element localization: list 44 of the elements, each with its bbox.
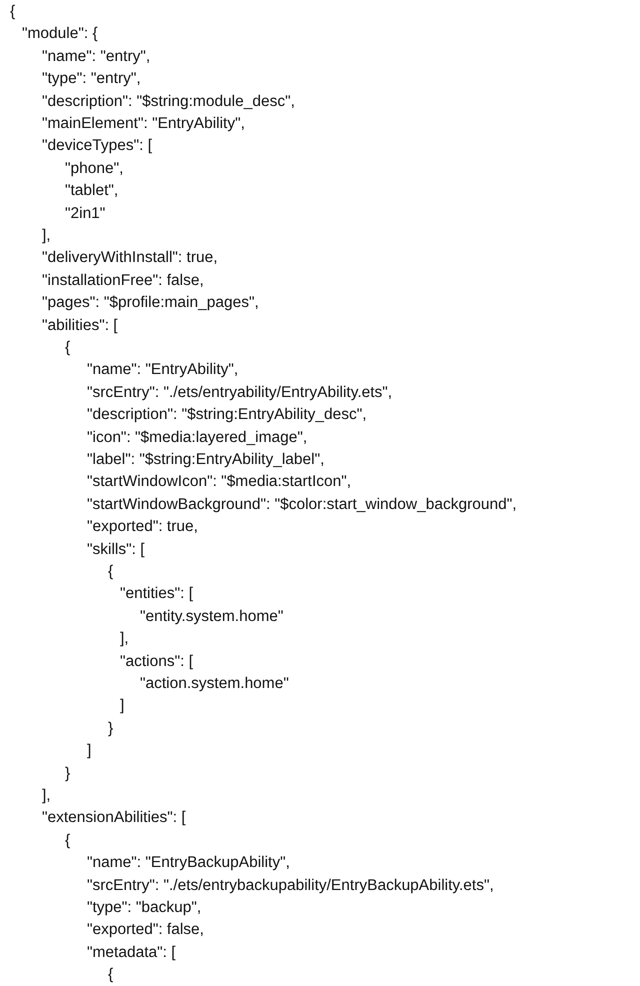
- code-line: "installationFree": false,: [42, 270, 204, 290]
- code-line: ],: [120, 629, 129, 648]
- code-line: {: [65, 338, 70, 357]
- code-line: }: [65, 764, 70, 783]
- code-line: "deliveryWithInstall": true,: [42, 248, 218, 268]
- code-line: "srcEntry": "./ets/entryability/EntryAbility.ets",: [87, 382, 392, 402]
- code-line: "description": "$string:module_desc",: [42, 92, 295, 111]
- code-line: "abilities": [: [42, 316, 118, 335]
- code-line: "phone",: [65, 158, 124, 178]
- code-line: "srcEntry": "./ets/entrybackupability/EntryBackupAbility.ets",: [87, 876, 494, 895]
- code-line: "description": "$string:EntryAbility_desc",: [87, 405, 367, 424]
- code-line: "2in1": [65, 204, 106, 223]
- code-line: "name": "EntryAbility",: [87, 360, 238, 380]
- code-line: "exported": true,: [87, 517, 198, 536]
- code-line: "actions": [: [120, 652, 194, 671]
- code-line: "skills": [: [87, 540, 145, 559]
- code-line: "entity.system.home": [140, 606, 284, 626]
- code-line: "type": "backup",: [87, 898, 202, 917]
- code-line: "icon": "$media:layered_image",: [87, 428, 308, 447]
- code-line: "mainElement": "EntryAbility",: [42, 114, 245, 133]
- code-line: "tablet",: [65, 181, 118, 200]
- code-line: "type": "entry",: [42, 69, 141, 88]
- code-line: "entities": [: [120, 584, 194, 604]
- code-line: {: [108, 562, 114, 581]
- code-line: ]: [120, 696, 124, 716]
- code-line: "action.system.home": [140, 674, 289, 693]
- code-line: "name": "entry",: [42, 46, 150, 66]
- code-line: {: [108, 965, 114, 984]
- code-line: "label": "$string:EntryAbility_label",: [87, 450, 324, 469]
- code-line: "startWindowIcon": "$media:startIcon",: [87, 472, 352, 492]
- code-line: "extensionAbilities": [: [42, 808, 186, 828]
- code-line: "exported": false,: [87, 920, 204, 940]
- code-line: "metadata": [: [87, 942, 176, 962]
- code-line: "module": {: [22, 24, 98, 44]
- code-line: "pages": "$profile:main_pages",: [42, 293, 259, 312]
- code-line: ]: [87, 741, 92, 760]
- code-line: ],: [42, 786, 51, 805]
- code-line: "name": "EntryBackupAbility",: [87, 853, 290, 872]
- code-line: }: [108, 718, 114, 738]
- code-line: ],: [42, 226, 51, 245]
- code-line: "deviceTypes": [: [42, 136, 152, 156]
- code-line: {: [10, 2, 16, 21]
- code-line: {: [65, 830, 70, 850]
- code-line: "startWindowBackground": "$color:start_window_background",: [87, 494, 517, 514]
